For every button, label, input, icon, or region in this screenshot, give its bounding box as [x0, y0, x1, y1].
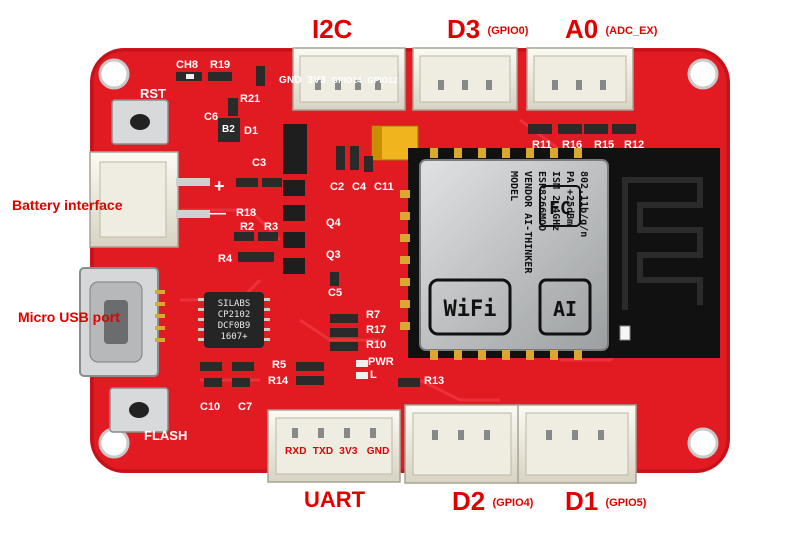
battery-connector [89, 151, 210, 248]
callout-battery: Battery interface [12, 197, 123, 213]
label-d1-ref: D1 [244, 125, 258, 137]
usb-chip-line-4: 1607+ [220, 332, 248, 342]
module-line-5: VENDOR AI-THINKER [522, 171, 533, 274]
label-flash: FLASH [144, 428, 187, 443]
callout-usb: Micro USB port [18, 309, 120, 325]
i2c-pin-3v3: 3V3 [307, 75, 326, 86]
label-r13: R13 [424, 375, 444, 387]
a0-connector [526, 47, 634, 111]
uart-pin-txd: TXD [312, 446, 334, 457]
label-r4: R4 [218, 253, 233, 265]
label-r19: R19 [210, 59, 230, 71]
status-led [619, 325, 631, 341]
usb-chip-line-2: CP2102 [218, 310, 251, 320]
module-line-3: ISM 2.4GHz [550, 171, 561, 231]
svg-text:WiFi: WiFi [444, 297, 497, 322]
rst-button [111, 99, 169, 145]
i2c-pin-gpio12: GPIO12 [367, 76, 398, 85]
callout-d2: D2 (GPIO4) [452, 486, 534, 516]
d3-connector [412, 47, 518, 111]
label-c4: C4 [352, 181, 367, 193]
label-pwr: PWR [368, 356, 394, 368]
callout-d2-sub: (GPIO4) [492, 497, 534, 510]
label-r12: R12 [624, 139, 644, 151]
label-r14: R14 [268, 375, 289, 387]
label-r15: R15 [594, 139, 614, 151]
uart-pin-rxd: RXD [285, 446, 307, 457]
label-plus: + [214, 176, 225, 196]
label-c3: C3 [252, 157, 266, 169]
label-minus: — [210, 205, 226, 222]
callout-d3: D3 (GPIO0) [447, 14, 529, 44]
module-line-6: MODEL [508, 171, 519, 201]
label-r5: R5 [272, 359, 286, 371]
micro-usb-port [79, 267, 165, 377]
svg-text:AI: AI [553, 297, 577, 321]
d2-connector [404, 404, 520, 484]
label-r3: R3 [264, 221, 278, 233]
label-l: L [370, 369, 377, 381]
regulator-ic [283, 124, 307, 274]
flash-button [109, 387, 169, 433]
i2c-pin-labels: GND 3V3 GPIO14 GPIO12 [279, 75, 411, 86]
label-r7: R7 [366, 309, 380, 321]
pcb-antenna [622, 177, 703, 310]
module-line-4: ESP8266MOD [536, 171, 547, 231]
label-c5: C5 [328, 287, 342, 299]
label-c6: C6 [204, 111, 218, 123]
svg-text:FC: FC [549, 198, 571, 219]
label-c7: C7 [238, 401, 252, 413]
smd-components [176, 66, 636, 387]
callout-i2c: I2C [312, 14, 353, 44]
uart-pin-gnd: GND [366, 446, 390, 457]
uart-connector [267, 409, 401, 483]
label-c11: C11 [374, 181, 394, 193]
usb-chip-line-1: SILABS [218, 299, 251, 309]
callout-d3-sub: (GPIO0) [487, 25, 529, 38]
module-line-2: PA +25dBm [564, 171, 575, 225]
label-r21: R21 [240, 93, 260, 105]
label-c10: C10 [200, 401, 220, 413]
label-r17: R17 [366, 324, 386, 336]
uart-pin-labels: RXD TXD 3V3 GND [285, 446, 390, 457]
label-b2: B2 [222, 124, 235, 135]
callout-d1-sub: (GPIO5) [605, 497, 647, 510]
wifi-logo: WiFi [428, 278, 512, 336]
callout-a0-sub: (ADC_EX) [605, 25, 658, 38]
i2c-pin-gnd: GND [279, 75, 302, 86]
module-line-1: 802.11b/g/n [578, 171, 589, 237]
label-q3: Q3 [326, 249, 341, 261]
ai-thinker-logo: AI [538, 278, 592, 336]
cp2102-chip: SILABS CP2102 DCF0B9 1607+ [198, 292, 270, 348]
fcc-logo: FC [539, 185, 581, 227]
label-ch8: CH8 [176, 59, 198, 71]
callout-d1: D1 (GPIO5) [565, 486, 647, 516]
uart-pin-3v3: 3V3 [339, 446, 358, 457]
d1-connector [517, 404, 637, 484]
mounting-holes [98, 58, 719, 459]
label-rst: RST [140, 86, 166, 101]
label-r16: R16 [562, 139, 582, 151]
label-r2: R2 [240, 221, 254, 233]
label-c2: C2 [330, 181, 344, 193]
callout-uart: UART [304, 487, 366, 512]
usb-chip-line-3: DCF0B9 [218, 321, 251, 331]
label-r11: R11 [532, 139, 552, 151]
esp8266-module: 802.11b/g/n PA +25dBm ISM 2.4GHz ESP8266… [400, 148, 720, 360]
i2c-connector [292, 47, 406, 111]
i2c-pin-gpio14: GPIO14 [331, 76, 362, 85]
label-r18: R18 [236, 207, 256, 219]
label-r10: R10 [366, 339, 386, 351]
silkscreen-labels: RST FLASH CH8 R19 R21 C6 B2 D1 C3 C2 C4 … [140, 59, 644, 443]
callout-a0: A0 (ADC_EX) [565, 14, 658, 44]
label-q4: Q4 [326, 217, 342, 229]
